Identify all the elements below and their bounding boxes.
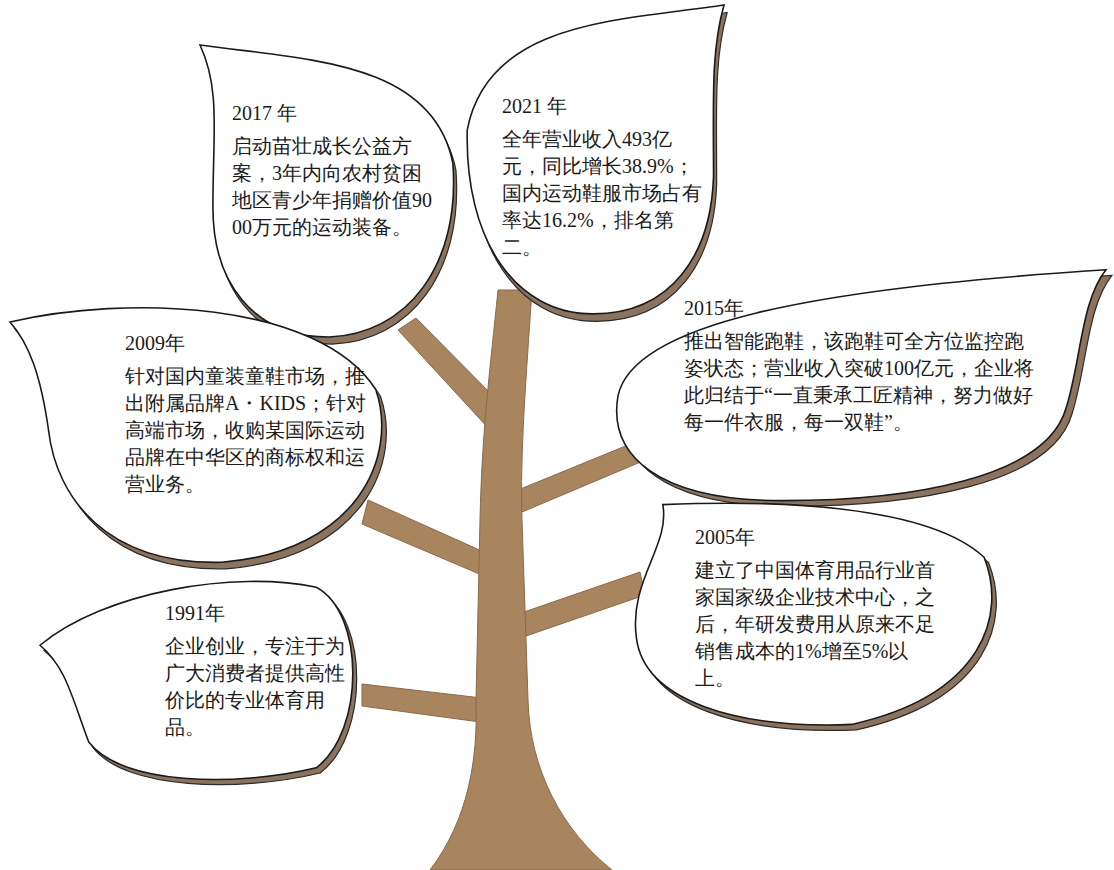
year-heading: 2009年 (125, 330, 367, 357)
year-heading: 2017 年 (232, 100, 432, 127)
year-heading: 2005年 (695, 524, 940, 551)
event-text: 全年营业收入493亿元，同比增长38.9%；国内运动鞋服市场占有率达16.2%，… (502, 126, 707, 261)
leaf-node: 2005年建立了中国体育用品行业首家国家级企业技术中心，之后，年研发费用从原来不… (625, 500, 1003, 729)
leaf-text: 2005年建立了中国体育用品行业首家国家级企业技术中心，之后，年研发费用从原来不… (695, 524, 940, 692)
year-heading: 2021 年 (502, 93, 707, 120)
leaf-node: 2017 年启动苗壮成长公益方案，3年内向农村贫困地区青少年捐赠价值9000万元… (200, 45, 458, 340)
event-text: 推出智能跑鞋，该跑鞋可全方位监控跑姿状态；营业收入突破100亿元，企业将此归结于… (684, 328, 1036, 436)
leaf-text: 2017 年启动苗壮成长公益方案，3年内向农村贫困地区青少年捐赠价值9000万元… (232, 100, 432, 241)
year-heading: 1991年 (165, 600, 347, 627)
leaf-node: 2021 年全年营业收入493亿元，同比增长38.9%；国内运动鞋服市场占有率达… (462, 5, 724, 317)
event-text: 启动苗壮成长公益方案，3年内向农村贫困地区青少年捐赠价值9000万元的运动装备。 (232, 133, 432, 241)
event-text: 企业创业，专注于为广大消费者提供高性价比的专业体育用品。 (165, 633, 347, 741)
leaf-node: 1991年企业创业，专注于为广大消费者提供高性价比的专业体育用品。 (40, 570, 365, 785)
event-text: 针对国内童装童鞋市场，推出附属品牌A・KIDS；针对高端市场，收购某国际运动品牌… (125, 363, 367, 498)
event-text: 建立了中国体育用品行业首家国家级企业技术中心，之后，年研发费用从原来不足销售成本… (695, 557, 940, 692)
year-heading: 2015年 (684, 295, 1036, 322)
leaf-text: 1991年企业创业，专注于为广大消费者提供高性价比的专业体育用品。 (165, 600, 347, 741)
leaf-node: 2009年针对国内童装童鞋市场，推出附属品牌A・KIDS；针对高端市场，收购某国… (10, 295, 395, 565)
leaf-text: 2009年针对国内童装童鞋市场，推出附属品牌A・KIDS；针对高端市场，收购某国… (125, 330, 367, 498)
leaf-text: 2021 年全年营业收入493亿元，同比增长38.9%；国内运动鞋服市场占有率达… (502, 93, 707, 261)
leaf-text: 2015年推出智能跑鞋，该跑鞋可全方位监控跑姿状态；营业收入突破100亿元，企业… (684, 295, 1036, 436)
leaf-node: 2015年推出智能跑鞋，该跑鞋可全方位监控跑姿状态；营业收入突破100亿元，企业… (608, 265, 1106, 503)
